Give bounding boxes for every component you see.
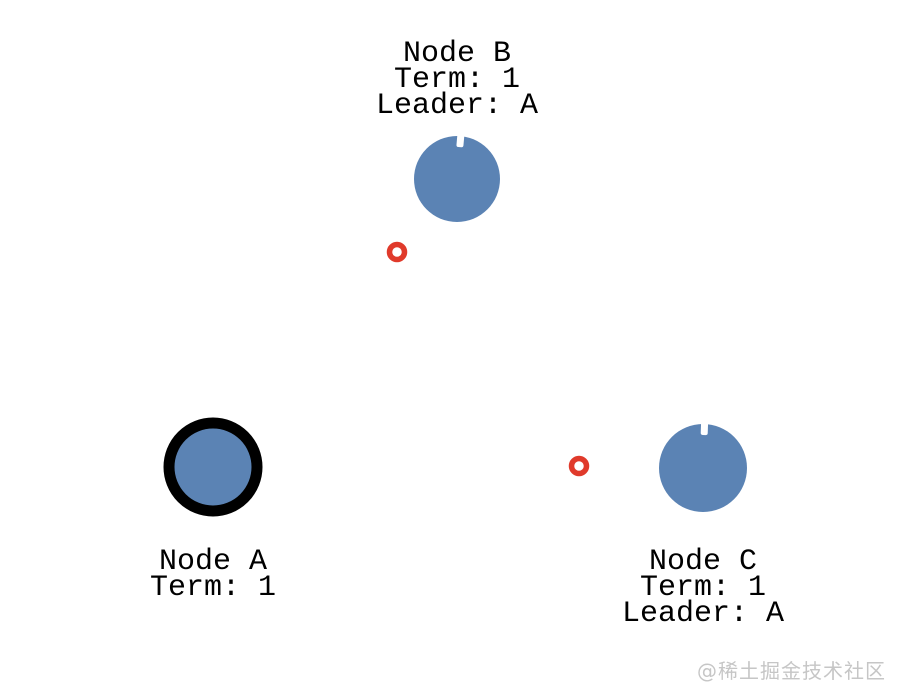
node-name: Node B xyxy=(402,37,512,71)
node-term: Term: 1 xyxy=(393,63,521,97)
node-term: Term: 1 xyxy=(149,571,277,605)
node-c-disc xyxy=(659,424,747,512)
node-name: Node C xyxy=(648,545,758,579)
node-leader: Leader: A xyxy=(375,89,539,123)
watermark: @稀土掘金技术社区 xyxy=(697,659,886,683)
node-name: Node A xyxy=(158,545,268,579)
node-b-disc xyxy=(414,136,500,222)
node-a-circle xyxy=(163,417,263,517)
election-timer-notch-icon xyxy=(456,132,465,148)
node-b-circle xyxy=(414,132,500,222)
node-a-label: Node A Term: 1 xyxy=(149,545,277,605)
node-term: Term: 1 xyxy=(639,571,767,605)
node-c-label: Node C Term: 1 Leader: A xyxy=(621,545,785,631)
heartbeat-message-icon xyxy=(568,455,590,477)
node-b-label: Node B Term: 1 Leader: A xyxy=(375,37,539,123)
node-leader: Leader: A xyxy=(621,597,785,631)
election-timer-notch-icon xyxy=(700,419,709,436)
heartbeat-message-icon xyxy=(386,241,408,263)
node-c-circle xyxy=(659,419,747,512)
